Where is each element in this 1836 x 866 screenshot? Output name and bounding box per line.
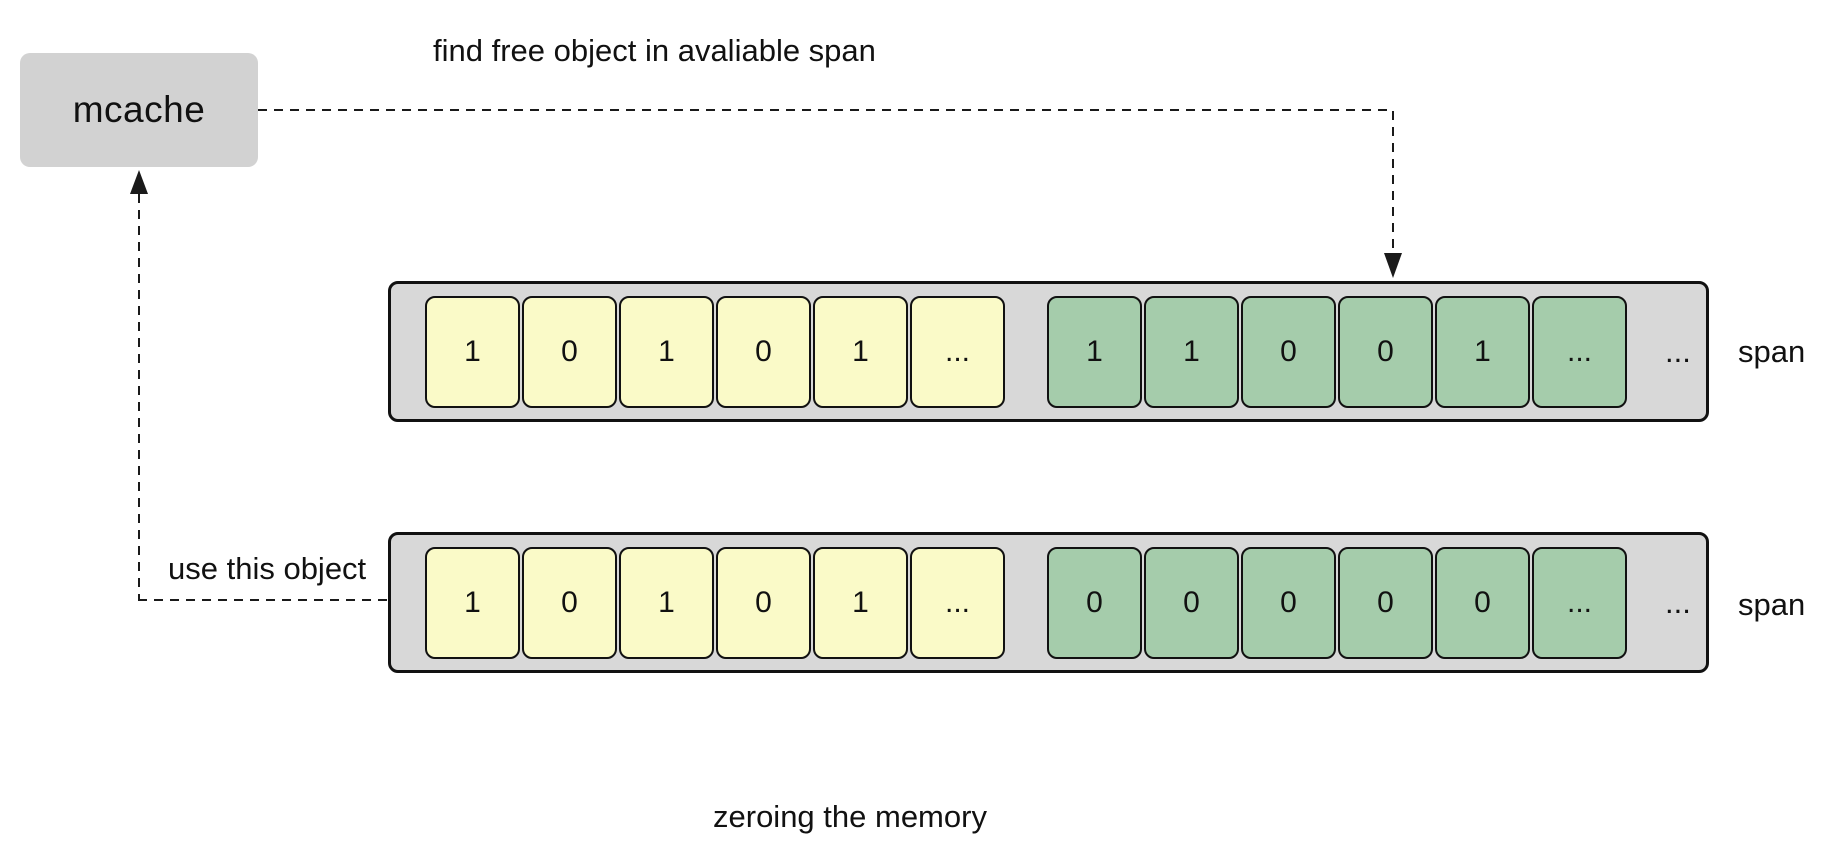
span-object-cell-green: 0 <box>1144 546 1239 659</box>
span-object-cell-yellow: 1 <box>619 546 714 659</box>
connector-use-horizontal-line <box>138 599 389 601</box>
span-object-cell-green: 1 <box>1144 295 1239 408</box>
span-object-cell-green: 0 <box>1241 546 1336 659</box>
span-object-cell-yellow: 1 <box>619 295 714 408</box>
mcache-box: mcache <box>20 53 258 167</box>
arrowhead-up-icon <box>130 170 148 194</box>
zeroing-memory-label: zeroing the memory <box>713 799 987 834</box>
ellipsis-more-objects: ... <box>1665 333 1691 369</box>
span-label-bottom: span <box>1738 587 1806 622</box>
connector-find-vertical-line <box>1392 111 1394 253</box>
arrowhead-down-icon <box>1384 253 1402 278</box>
span-object-cell-yellow: ... <box>910 295 1005 408</box>
use-this-object-label: use this object <box>168 551 367 586</box>
span-object-cell-yellow: 0 <box>522 295 617 408</box>
span-object-cell-yellow: 1 <box>813 546 908 659</box>
span-object-cell-green: ... <box>1532 546 1627 659</box>
span-object-cell-yellow: 1 <box>813 295 908 408</box>
span-object-cell-green: 0 <box>1338 546 1433 659</box>
span-object-cell-green: 1 <box>1047 295 1142 408</box>
span-object-cell-yellow: 0 <box>522 546 617 659</box>
span-object-cell-yellow: 0 <box>716 295 811 408</box>
connector-find-horizontal-line <box>258 109 1393 111</box>
span-object-cell-yellow: 1 <box>425 546 520 659</box>
ellipsis-more-objects: ... <box>1665 584 1691 620</box>
span-object-cell-green: 0 <box>1435 546 1530 659</box>
span-label-top: span <box>1738 334 1806 369</box>
connector-use-vertical-line <box>138 194 140 600</box>
span-object-cell-yellow: ... <box>910 546 1005 659</box>
span-object-cell-yellow: 0 <box>716 546 811 659</box>
span-object-cell-yellow: 1 <box>425 295 520 408</box>
span-object-cell-green: 0 <box>1047 546 1142 659</box>
span-object-cell-green: ... <box>1532 295 1627 408</box>
span-object-cell-green: 1 <box>1435 295 1530 408</box>
find-free-object-label: find free object in avaliable span <box>433 33 876 68</box>
span-object-cell-green: 0 <box>1338 295 1433 408</box>
mcache-label: mcache <box>72 89 206 130</box>
span-object-cell-green: 0 <box>1241 295 1336 408</box>
